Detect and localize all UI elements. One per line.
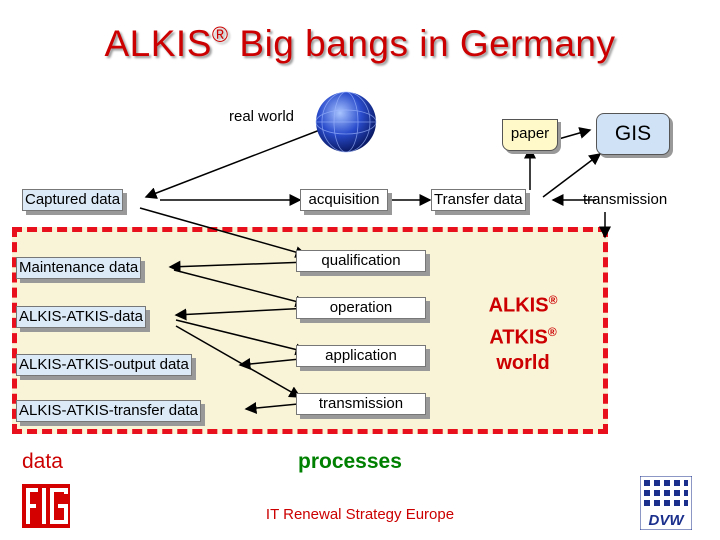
legend-processes: processes bbox=[298, 450, 402, 473]
arrow-data-app bbox=[175, 319, 308, 356]
paper-node: paper bbox=[502, 119, 558, 151]
maintenance-data-box: Maintenance data bbox=[16, 257, 142, 279]
fig-logo-icon bbox=[22, 484, 70, 528]
transmission-top-label: transmission bbox=[583, 191, 668, 208]
arrow-qual-maint bbox=[168, 260, 309, 273]
qualification-box: qualification bbox=[296, 250, 426, 272]
title-registered: ® bbox=[211, 22, 229, 47]
transmission-box: transmission bbox=[296, 393, 426, 415]
arrow-maint-op bbox=[173, 269, 308, 308]
alkis-atkis-output-box: ALKIS-ATKIS-output data bbox=[16, 354, 192, 376]
title-rest: Big bangs in Germany bbox=[228, 23, 616, 64]
arrow-op-data bbox=[174, 307, 311, 321]
page-title: ALKIS® Big bangs in Germany bbox=[0, 22, 720, 65]
title-prefix: ALKIS bbox=[104, 23, 212, 64]
footer-text: IT Renewal Strategy Europe bbox=[265, 506, 455, 523]
dvw-logo-icon: DVW bbox=[640, 476, 692, 530]
transfer-data-box: Transfer data bbox=[431, 189, 526, 211]
arrow-realworld-captured bbox=[144, 127, 326, 199]
arrow-paper-gis bbox=[554, 127, 592, 141]
arrow-trans-transfer bbox=[244, 402, 299, 414]
world-reg1: ® bbox=[548, 293, 558, 307]
gis-node: GIS bbox=[596, 113, 670, 155]
arrow-transfer-gis bbox=[542, 153, 602, 198]
svg-text:DVW: DVW bbox=[649, 512, 686, 529]
captured-data-box: Captured data bbox=[22, 189, 124, 211]
arrow-captured-qual bbox=[139, 207, 308, 258]
operation-box: operation bbox=[296, 297, 426, 319]
application-box: application bbox=[296, 345, 426, 367]
alkis-atkis-data-box: ALKIS-ATKIS-data bbox=[16, 306, 146, 328]
world-line2: ATKIS bbox=[489, 326, 548, 349]
alkis-atkis-world-label: ALKIS® ATKIS® world bbox=[463, 287, 583, 376]
alkis-atkis-transfer-box: ALKIS-ATKIS-transfer data bbox=[16, 400, 201, 422]
world-line1: ALKIS bbox=[488, 294, 549, 317]
legend-data: data bbox=[22, 450, 63, 473]
world-line3: world bbox=[496, 352, 550, 375]
acquisition-box: acquisition bbox=[300, 189, 388, 211]
real-world-label: real world bbox=[229, 108, 295, 125]
world-reg2: ® bbox=[547, 324, 557, 339]
arrow-data-trans bbox=[175, 325, 302, 398]
